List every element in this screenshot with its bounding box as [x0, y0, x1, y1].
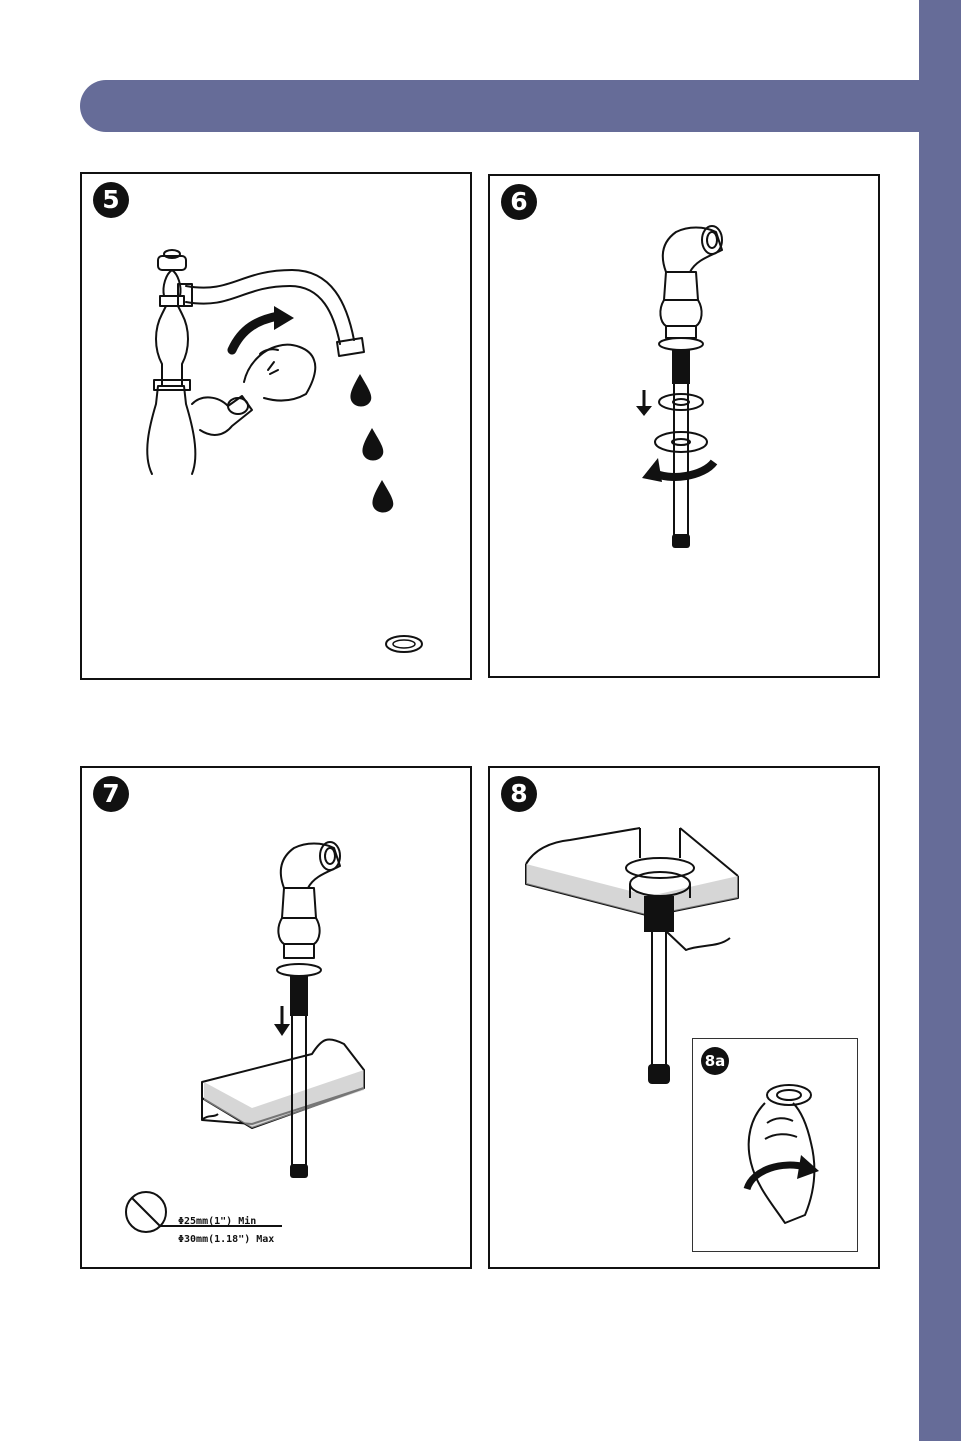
step-8-panel: 8 8a — [488, 766, 880, 1269]
faucet-flush-illustration — [82, 174, 472, 680]
side-accent-bar — [919, 0, 961, 1441]
step-5-panel: 5 — [80, 172, 472, 680]
hand-tightening-nut-illustration — [693, 1039, 859, 1253]
step-6-panel: 6 — [488, 174, 880, 678]
hole-size-min-label: Φ25mm(1") Min — [178, 1216, 256, 1227]
spray-head-assembly-illustration — [490, 176, 880, 678]
step-7-panel: 7 Φ25mm( — [80, 766, 472, 1269]
hole-size-max-label: Φ30mm(1.18") Max — [178, 1234, 274, 1245]
header-band — [80, 80, 919, 132]
step-8a-inset: 8a — [692, 1038, 858, 1252]
spray-through-sink-illustration — [82, 768, 472, 1269]
